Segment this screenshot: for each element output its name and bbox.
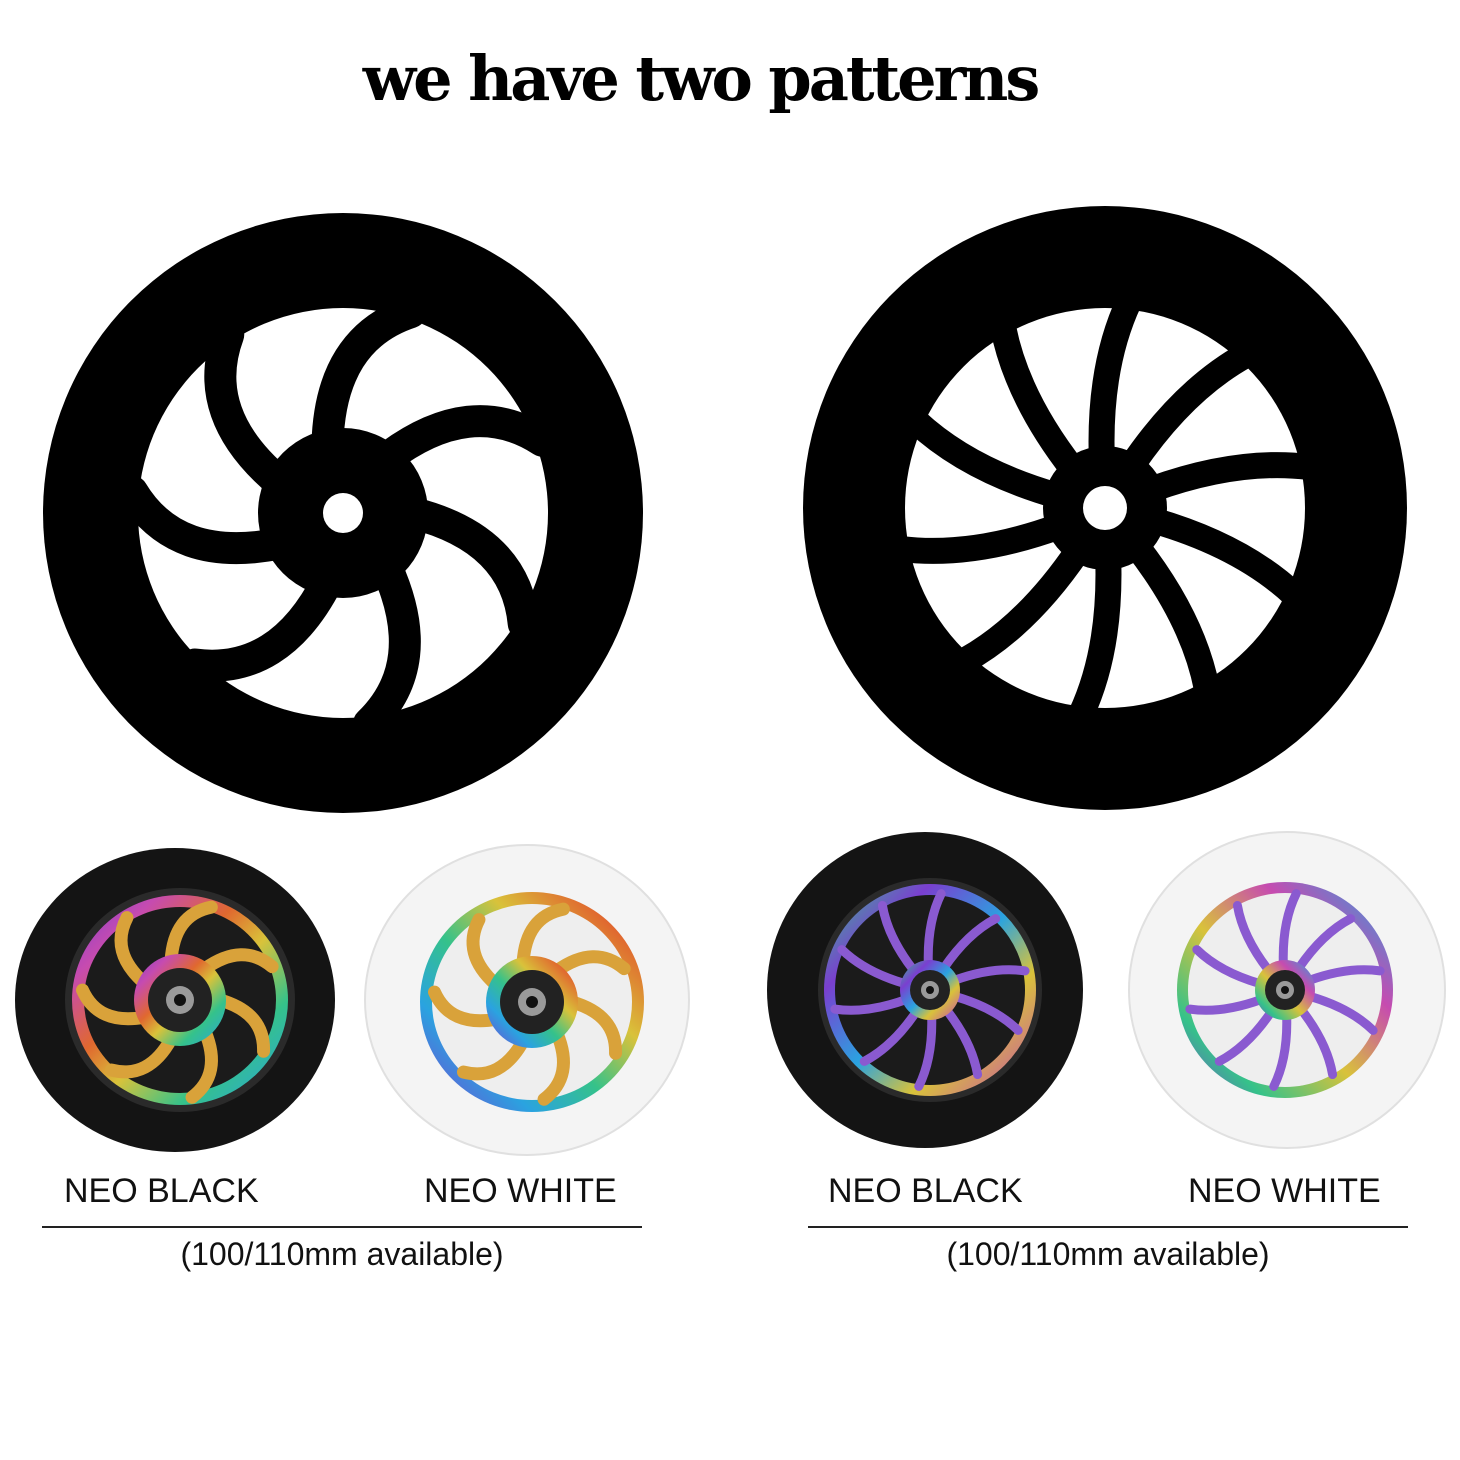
spoke — [1232, 900, 1273, 975]
spoke — [1118, 341, 1259, 479]
swirl-availability: (100/110mm available) — [180, 1236, 504, 1272]
spoke — [1067, 544, 1122, 728]
swirl-spoke — [76, 983, 151, 1026]
spoke — [1297, 1005, 1338, 1080]
spoke — [888, 513, 1072, 564]
spoke — [1278, 889, 1301, 969]
spoke — [949, 965, 1030, 985]
spoke-neo-white-wheel — [1128, 831, 1446, 1149]
swirl-spoke — [104, 1032, 178, 1079]
swirl-spoke — [370, 405, 559, 475]
spoke — [902, 408, 1070, 509]
spoke-availability: (100/110mm available) — [946, 1236, 1270, 1272]
spoke — [859, 1007, 921, 1066]
swirl-spoke — [311, 296, 427, 461]
spoke — [837, 945, 910, 989]
spoke-pattern-silhouette — [803, 206, 1407, 810]
swirl-spoke — [537, 1026, 570, 1106]
swirl-spoke — [565, 995, 623, 1060]
spoke — [1305, 991, 1378, 1035]
swirl-spoke — [198, 948, 279, 976]
swirl-spoke — [114, 911, 151, 990]
swirl-neo-black-label: NEO BLACK — [64, 1172, 259, 1210]
swirl-spoke — [116, 475, 296, 565]
spoke-neo-white-label: NEO WHITE — [1188, 1172, 1381, 1210]
spoke — [942, 1005, 983, 1080]
spoke-spokes — [888, 288, 1322, 728]
spoke — [1214, 1007, 1276, 1066]
swirl-pattern-silhouette — [43, 213, 643, 813]
spoke — [950, 991, 1023, 1035]
swirl-spokes — [116, 296, 559, 740]
swirl-spokes — [428, 902, 631, 1106]
spoke — [1294, 914, 1356, 973]
spoke — [923, 889, 946, 969]
swirl-neo-white-wheel — [364, 844, 690, 1156]
headline: we have two patterns — [362, 42, 1041, 115]
spoke — [1185, 995, 1266, 1015]
spoke — [1304, 965, 1385, 985]
spoke-neo-black-wheel — [767, 832, 1083, 1148]
swirl-spoke — [428, 985, 503, 1028]
swirl-spoke — [516, 902, 570, 970]
spoke — [914, 1011, 937, 1091]
spoke-spokes — [1185, 889, 1385, 1091]
spoke — [1269, 1011, 1292, 1091]
swirl-spoke — [164, 900, 218, 968]
spoke — [1138, 452, 1322, 503]
swirl-neo-white-label: NEO WHITE — [424, 1172, 617, 1210]
swirl-spoke — [456, 1034, 530, 1081]
spoke — [1192, 945, 1265, 989]
spoke-spokes — [830, 889, 1030, 1091]
spoke — [1123, 533, 1220, 703]
spoke-neo-black-label: NEO BLACK — [828, 1172, 1023, 1210]
swirl-spokes — [76, 900, 279, 1104]
spoke — [877, 900, 918, 975]
divider — [808, 1226, 1408, 1228]
swirl-spoke — [185, 1024, 218, 1104]
divider — [42, 1226, 642, 1228]
swirl-spoke — [397, 497, 540, 640]
spoke — [939, 914, 1001, 973]
spoke — [951, 537, 1092, 675]
swirl-spoke — [178, 565, 344, 682]
swirl-spoke — [353, 551, 421, 740]
swirl-neo-black-wheel — [15, 848, 335, 1152]
spoke — [830, 995, 911, 1015]
spoke — [990, 313, 1087, 483]
spoke — [1140, 507, 1308, 608]
swirl-spoke — [466, 913, 503, 992]
swirl-spoke — [550, 950, 631, 978]
swirl-spoke — [213, 993, 271, 1058]
swirl-spoke — [204, 318, 296, 499]
spoke — [1088, 288, 1143, 472]
